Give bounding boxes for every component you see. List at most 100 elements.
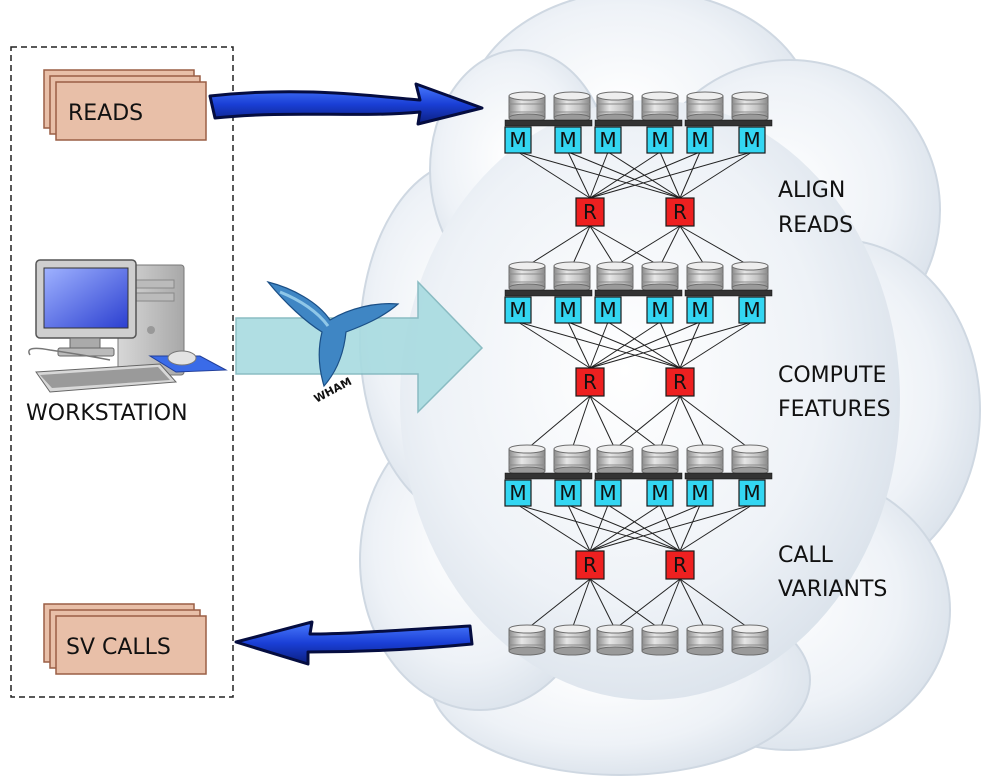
mapper-node-l3-1-label: M: [509, 481, 526, 505]
edge-map-reduce: [589, 151, 701, 199]
mapper-node-l3-1: M: [504, 479, 532, 507]
mapper-node-l1-1-label: M: [509, 128, 526, 152]
mapper-node-l2-4-label: M: [651, 298, 668, 322]
edge-reduce-disk: [614, 395, 681, 450]
server-rack: [684, 472, 773, 480]
edge-reduce-disk: [589, 395, 661, 450]
edge-reduce-disk: [526, 395, 591, 450]
edge-reduce-disk: [679, 395, 751, 450]
reads-upload-arrow: [208, 82, 484, 126]
mapper-node-l2-6-label: M: [743, 298, 760, 322]
reducer-node-l1-1-label: R: [583, 200, 597, 224]
edge-map-reduce: [589, 504, 609, 552]
reducer-node-l2-1: R: [575, 367, 605, 397]
server-rack: [684, 289, 773, 297]
mapper-node-l3-3-label: M: [599, 481, 616, 505]
edge-map-reduce: [589, 321, 701, 369]
edge-map-reduce: [589, 321, 753, 369]
disk-l2-4: [641, 261, 679, 293]
mapper-node-l2-5-label: M: [691, 298, 708, 322]
mapper-node-l1-4-label: M: [651, 128, 668, 152]
reducer-node-l1-2-label: R: [673, 200, 687, 224]
edge-map-reduce: [589, 151, 661, 199]
mapper-node-l3-4-label: M: [651, 481, 668, 505]
edge-map-reduce: [679, 151, 753, 199]
edge-reduce-disk: [526, 225, 591, 267]
disk-l4-1: [508, 624, 546, 656]
results-download-arrow: [234, 620, 474, 666]
reducer-node-l3-2: R: [665, 550, 695, 580]
mapper-node-l3-6: M: [738, 479, 766, 507]
mapper-node-l3-4: M: [646, 479, 674, 507]
mapper-node-l1-2-label: M: [559, 128, 576, 152]
reducer-node-l1-2: R: [665, 197, 695, 227]
reducer-node-l3-1-label: R: [583, 553, 597, 577]
mapper-node-l2-3: M: [594, 296, 622, 324]
edge-map-reduce: [589, 504, 661, 552]
disk-l4-2: [553, 624, 591, 656]
workstation-icon: [28, 259, 228, 393]
edge-map-reduce: [589, 321, 609, 369]
server-rack: [504, 472, 593, 480]
mapper-node-l1-5-label: M: [691, 128, 708, 152]
stage-3-line-1: CALL: [778, 543, 834, 568]
edge-reduce-disk: [679, 225, 706, 267]
edge-reduce-disk: [589, 395, 616, 450]
mapper-node-l2-1-label: M: [509, 298, 526, 322]
reducer-node-l3-2-label: R: [673, 553, 687, 577]
disk-l2-1: [508, 261, 546, 293]
edge-reduce-disk: [679, 578, 706, 630]
logo-text: WHAM: [312, 375, 354, 406]
stage-1-line-1: ALIGN: [778, 178, 845, 203]
edge-map-reduce: [679, 504, 753, 552]
edge-map-reduce: [679, 321, 701, 369]
reads-label: READS: [68, 101, 143, 126]
disk-l2-6: [731, 261, 769, 293]
edge-reduce-disk: [679, 225, 751, 267]
stage-2-line-1: COMPUTE: [778, 363, 886, 388]
server-rack: [594, 472, 683, 480]
reducer-node-l1-1: R: [575, 197, 605, 227]
server-rack: [504, 289, 593, 297]
mapper-node-l3-5: M: [686, 479, 714, 507]
edge-reduce-disk: [571, 225, 591, 267]
edge-map-reduce: [589, 321, 661, 369]
disk-l1-1: [508, 91, 546, 123]
mapper-node-l2-2-label: M: [559, 298, 576, 322]
mapper-node-l1-6-label: M: [743, 128, 760, 152]
reads-card-stack[interactable]: READS: [43, 69, 207, 141]
mapper-node-l1-4: M: [646, 126, 674, 154]
disk-l2-5: [686, 261, 724, 293]
mapper-node-l1-1: M: [504, 126, 532, 154]
reducer-node-l2-2: R: [665, 367, 695, 397]
edge-reduce-disk: [589, 578, 661, 630]
edge-reduce-disk: [571, 395, 591, 450]
edge-map-reduce: [567, 321, 681, 369]
edge-map-reduce: [567, 151, 681, 199]
mapper-node-l3-5-label: M: [691, 481, 708, 505]
server-rack: [504, 119, 593, 127]
reducer-node-l2-1-label: R: [583, 370, 597, 394]
sv-calls-card-stack[interactable]: SV CALLS: [43, 603, 207, 675]
server-rack: [684, 119, 773, 127]
edge-reduce-disk: [659, 225, 681, 267]
server-rack: [594, 119, 683, 127]
edge-reduce-disk: [526, 578, 591, 630]
mapper-node-l3-3: M: [594, 479, 622, 507]
edge-reduce-disk: [589, 225, 616, 267]
edge-reduce-disk: [614, 225, 681, 267]
disk-l4-6: [731, 624, 769, 656]
edge-reduce-disk: [571, 578, 591, 630]
mapper-node-l1-3-label: M: [599, 128, 616, 152]
mapper-node-l3-6-label: M: [743, 481, 760, 505]
mapper-node-l3-2-label: M: [559, 481, 576, 505]
stage-3-line-2: VARIANTS: [778, 577, 887, 602]
mapper-node-l1-6: M: [738, 126, 766, 154]
disk-l3-5: [686, 444, 724, 476]
mapper-node-l2-3-label: M: [599, 298, 616, 322]
submit-arrow: [235, 280, 484, 414]
edge-map-reduce: [589, 151, 753, 199]
